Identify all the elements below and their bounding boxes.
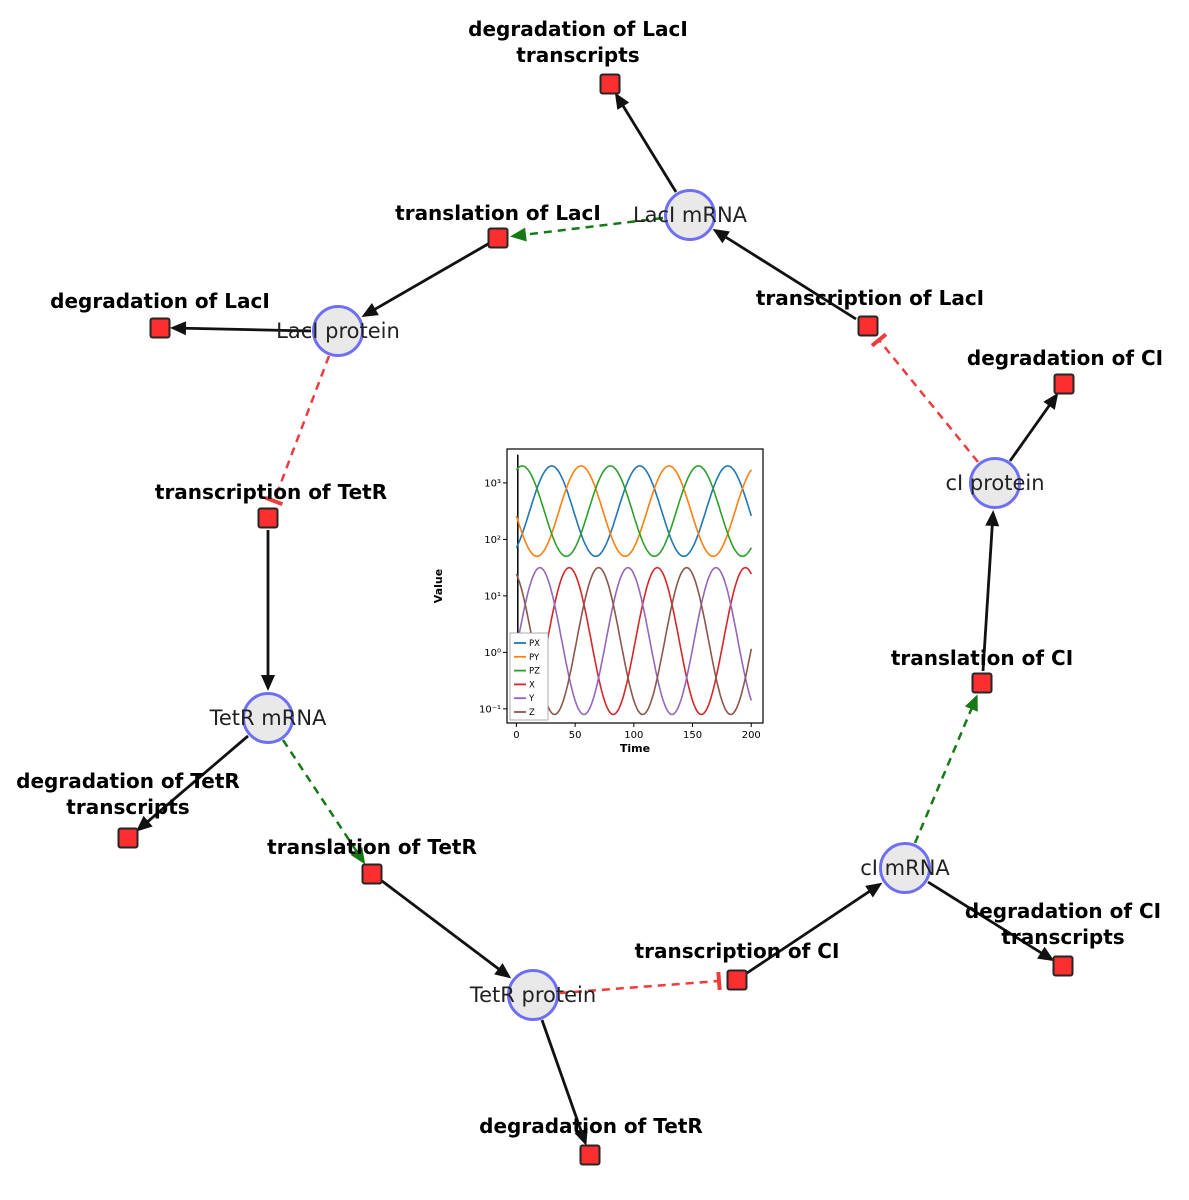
legend-box xyxy=(509,632,549,721)
edge-laci-protein-to-degradation-of-laci xyxy=(170,321,312,336)
reaction-label-degradation-of-laci: degradation of LacI xyxy=(50,289,270,313)
y-tick-label: 10¹ xyxy=(484,591,501,602)
reaction-label-degradation-of-ci-transcripts: degradation of CI transcripts xyxy=(965,898,1161,950)
x-tick-label: 100 xyxy=(624,730,643,741)
legend-label-Z: Z xyxy=(529,708,535,718)
edge-laci-protein-inhibits-transcription-of-tetr xyxy=(264,355,331,507)
label-line: transcripts xyxy=(516,43,640,67)
label-line: transcripts xyxy=(1001,925,1125,949)
reaction-node-degradation-of-ci-transcripts[interactable] xyxy=(1052,955,1074,977)
edge-laci-mrna-to-degradation-of-laci-transcripts xyxy=(614,92,678,193)
x-tick-label: 200 xyxy=(742,730,761,741)
edge-translation-of-tetr-to-tetr-protein xyxy=(381,879,512,979)
x-axis-label: Time xyxy=(620,742,650,755)
y-tick-label: 10⁻¹ xyxy=(479,704,501,715)
edge-tetr-mrna-to-degradation-of-tetr-transcripts xyxy=(135,734,249,832)
species-label-tetr-mrna: TetR mRNA xyxy=(209,706,327,730)
species-label-ci-protein: cI protein xyxy=(945,471,1045,495)
reaction-node-translation-of-laci[interactable] xyxy=(487,227,509,249)
edge-translation-of-laci-to-laci-protein xyxy=(361,242,489,317)
reaction-label-degradation-of-tetr-transcripts: degradation of TetR transcripts xyxy=(16,768,240,820)
edge-tetr-protein-inhibits-transcription-of-ci xyxy=(559,971,722,995)
edge-translation-of-ci-to-ci-protein xyxy=(981,510,1000,672)
reaction-label-degradation-of-laci-transcripts: degradation of LacI transcripts xyxy=(468,16,688,68)
reaction-node-degradation-of-tetr-transcripts[interactable] xyxy=(117,827,139,849)
species-node-laci-mrna[interactable] xyxy=(664,189,716,241)
legend-label-PZ: PZ xyxy=(529,667,540,677)
legend-label-Y: Y xyxy=(528,694,535,704)
y-tick-label: 10⁰ xyxy=(484,648,501,659)
edge-ci-mrna-to-degradation-of-ci-transcripts xyxy=(927,880,1055,962)
species-node-ci-protein[interactable] xyxy=(969,457,1021,509)
species-label-tetr-protein: TetR protein xyxy=(469,983,597,1007)
chart-frame xyxy=(506,448,764,724)
reaction-node-transcription-of-laci[interactable] xyxy=(857,315,879,337)
y-tick-label: 10² xyxy=(484,535,501,546)
legend-label-PY: PY xyxy=(529,653,540,663)
series-PY xyxy=(515,465,752,558)
reaction-label-transcription-of-laci: transcription of LacI xyxy=(755,286,985,310)
reaction-label-transcription-of-tetr: transcription of TetR xyxy=(154,480,388,504)
reaction-node-degradation-of-ci[interactable] xyxy=(1053,373,1075,395)
series-Z xyxy=(515,566,753,716)
x-tick-label: 0 xyxy=(513,730,519,741)
edge-ci-protein-inhibits-transcription-of-laci xyxy=(870,332,979,463)
edge-tetr-protein-to-degradation-of-tetr xyxy=(540,1019,588,1146)
series-PZ xyxy=(515,465,752,558)
reaction-label-translation-of-tetr: translation of TetR xyxy=(267,835,477,859)
edge-ci-mrna-to-translation-of-ci xyxy=(913,694,978,844)
label-line: degradation of TetR xyxy=(16,769,240,793)
species-label-ci-mrna: cI mRNA xyxy=(860,856,950,880)
species-node-tetr-mrna[interactable] xyxy=(242,692,294,744)
reaction-label-translation-of-ci: translation of CI xyxy=(890,646,1074,670)
species-node-ci-mrna[interactable] xyxy=(879,842,931,894)
reaction-label-degradation-of-tetr: degradation of TetR xyxy=(479,1114,703,1138)
series-Y xyxy=(515,566,753,716)
edge-laci-mrna-to-translation-of-laci xyxy=(510,216,664,242)
species-label-laci-protein: LacI protein xyxy=(276,319,400,343)
reaction-node-degradation-of-tetr[interactable] xyxy=(579,1144,601,1166)
y-tick-label: 10³ xyxy=(484,478,501,489)
label-line: degradation of CI xyxy=(964,899,1162,923)
reaction-node-degradation-of-laci-transcripts[interactable] xyxy=(599,73,621,95)
reaction-label-translation-of-laci: translation of LacI xyxy=(395,201,601,225)
series-X xyxy=(515,566,753,716)
reaction-node-translation-of-ci[interactable] xyxy=(971,672,993,694)
reaction-node-translation-of-tetr[interactable] xyxy=(361,863,383,885)
series-PX xyxy=(515,465,753,558)
edge-ci-protein-to-degradation-of-ci xyxy=(1008,392,1059,462)
x-tick-label: 150 xyxy=(683,730,702,741)
edge-tetr-mrna-to-translation-of-tetr xyxy=(281,739,366,865)
edge-transcription-of-laci-to-laci-mrna xyxy=(712,228,857,321)
legend-label-X: X xyxy=(529,680,535,690)
x-tick-label: 50 xyxy=(569,730,582,741)
reaction-node-degradation-of-laci[interactable] xyxy=(149,317,171,339)
label-line: transcripts xyxy=(66,795,190,819)
label-line: degradation of LacI xyxy=(468,17,688,41)
y-axis-label: Value xyxy=(432,569,445,603)
legend-label-PX: PX xyxy=(529,639,540,649)
reaction-label-transcription-of-ci: transcription of CI xyxy=(634,939,840,963)
species-label-laci-mrna: LacI mRNA xyxy=(632,203,748,227)
reaction-label-degradation-of-ci: degradation of CI xyxy=(966,346,1164,370)
species-node-tetr-protein[interactable] xyxy=(507,969,559,1021)
species-node-laci-protein[interactable] xyxy=(312,305,364,357)
reaction-node-transcription-of-ci[interactable] xyxy=(726,969,748,991)
reaction-node-transcription-of-tetr[interactable] xyxy=(257,507,279,529)
edge-transcription-of-ci-to-ci-mrna xyxy=(746,882,883,975)
